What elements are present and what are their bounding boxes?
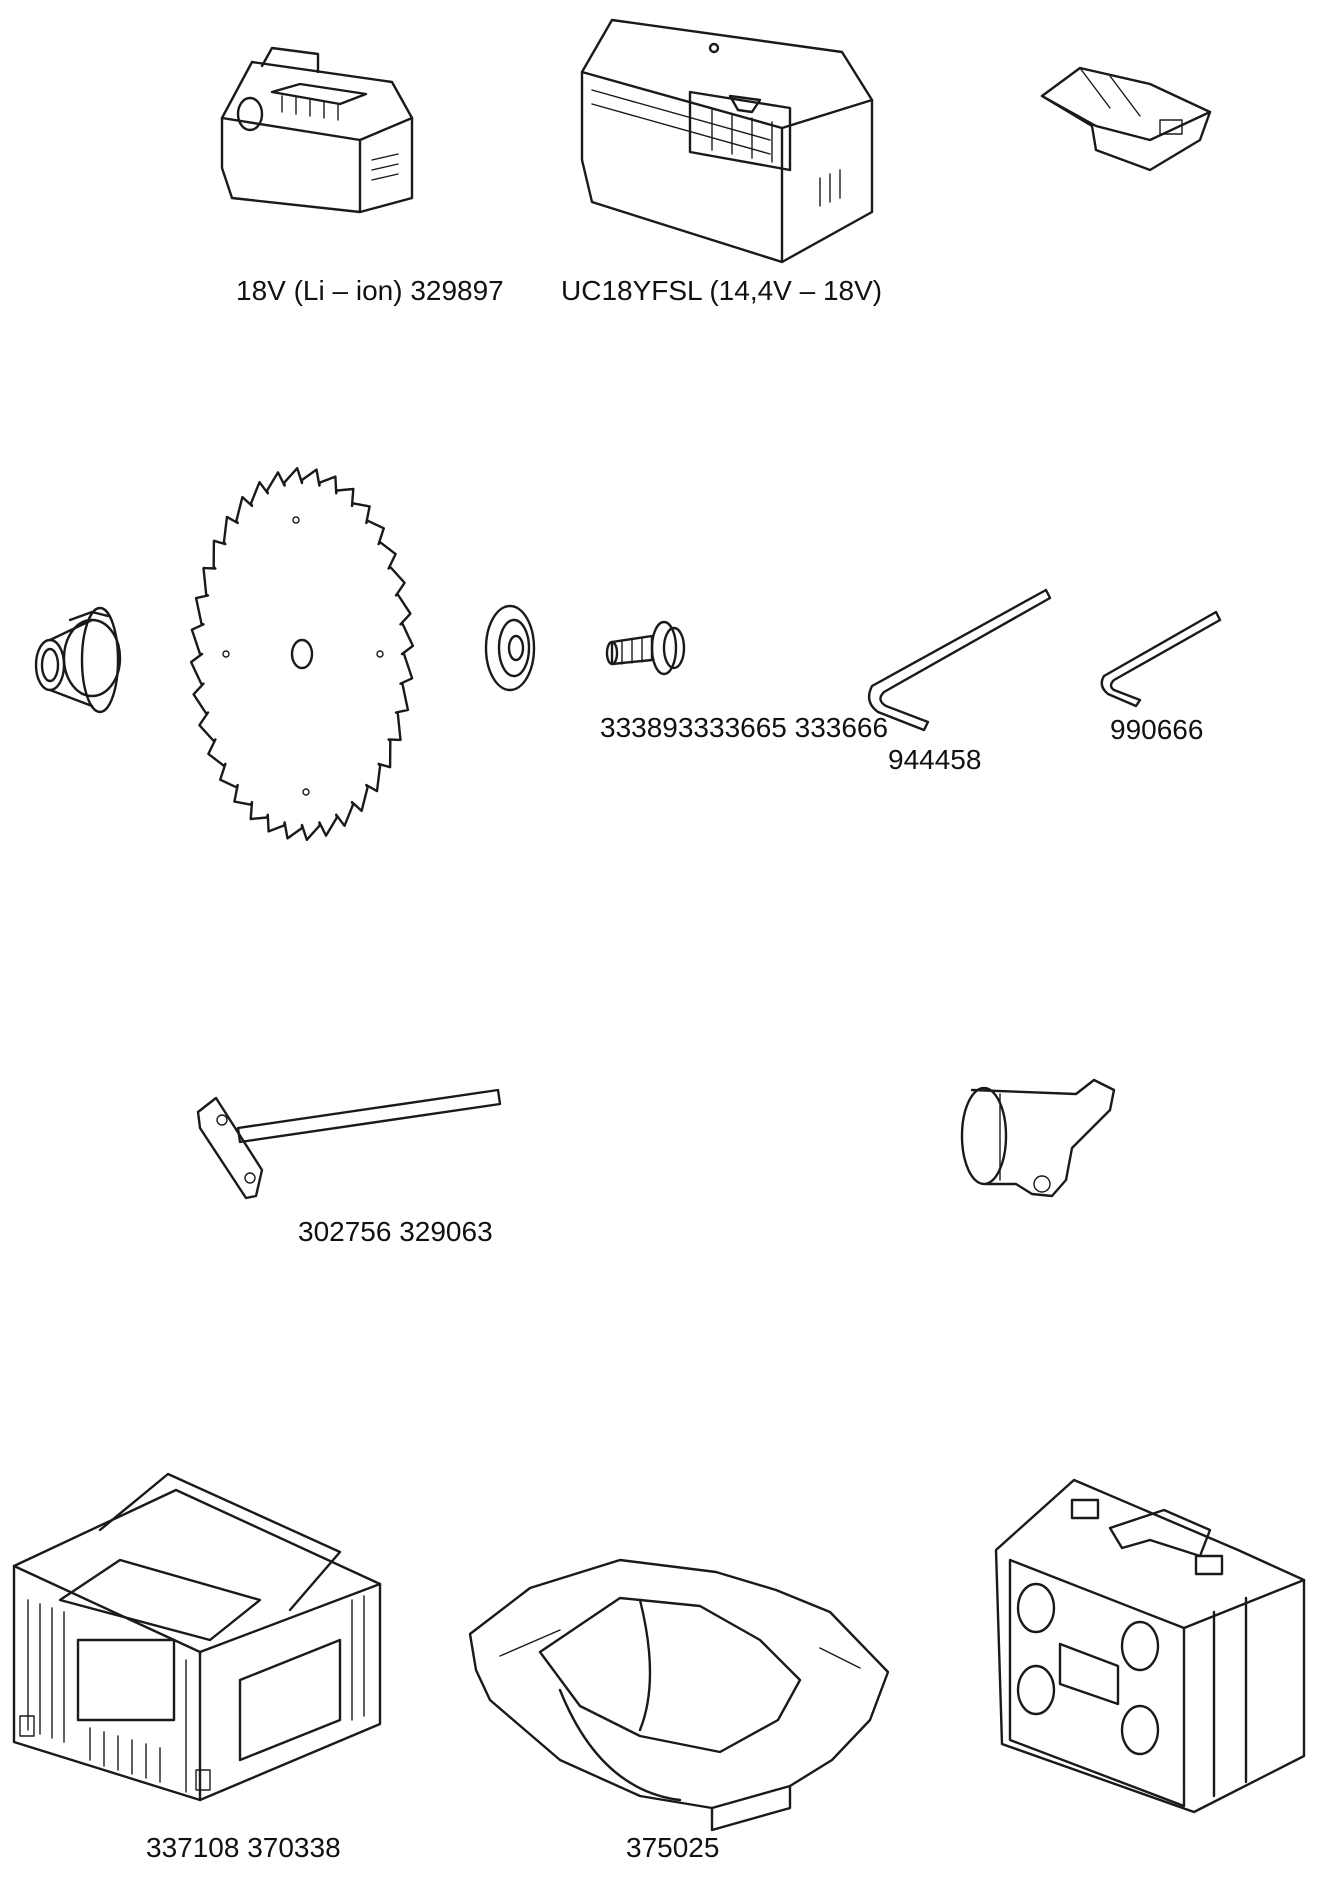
- charger-label: UC18YFSL (14,4V – 18V): [561, 275, 883, 306]
- battery-icon: [220, 46, 414, 214]
- blade-parts-label: 333893333665 333666: [600, 712, 889, 743]
- parallel-guide-icon: [196, 1088, 502, 1200]
- dust-nozzle-icon: [960, 1078, 1116, 1198]
- hex-key-large-icon: [867, 588, 1052, 732]
- battery-cover-icon: [1040, 66, 1212, 172]
- carry-case-icon: [994, 1478, 1306, 1814]
- battery-label: 18V (Li – ion) 329897: [236, 275, 504, 306]
- insert-label: 375025: [626, 1832, 720, 1863]
- bolt-icon: [605, 620, 686, 676]
- saw-blade-icon: [189, 467, 415, 841]
- hex-key-large-label: 944458: [888, 744, 982, 775]
- foam-insert-icon: [468, 1558, 890, 1832]
- cases-label: 337108 370338: [146, 1832, 341, 1863]
- system-case-icon: [12, 1472, 382, 1802]
- guide-label: 302756 329063: [298, 1216, 493, 1247]
- charger-icon: [580, 18, 874, 264]
- flange-icon: [34, 606, 122, 714]
- washer-icon: [484, 604, 536, 692]
- hex-key-small-icon: [1100, 610, 1222, 708]
- hex-key-small-label: 990666: [1110, 714, 1204, 745]
